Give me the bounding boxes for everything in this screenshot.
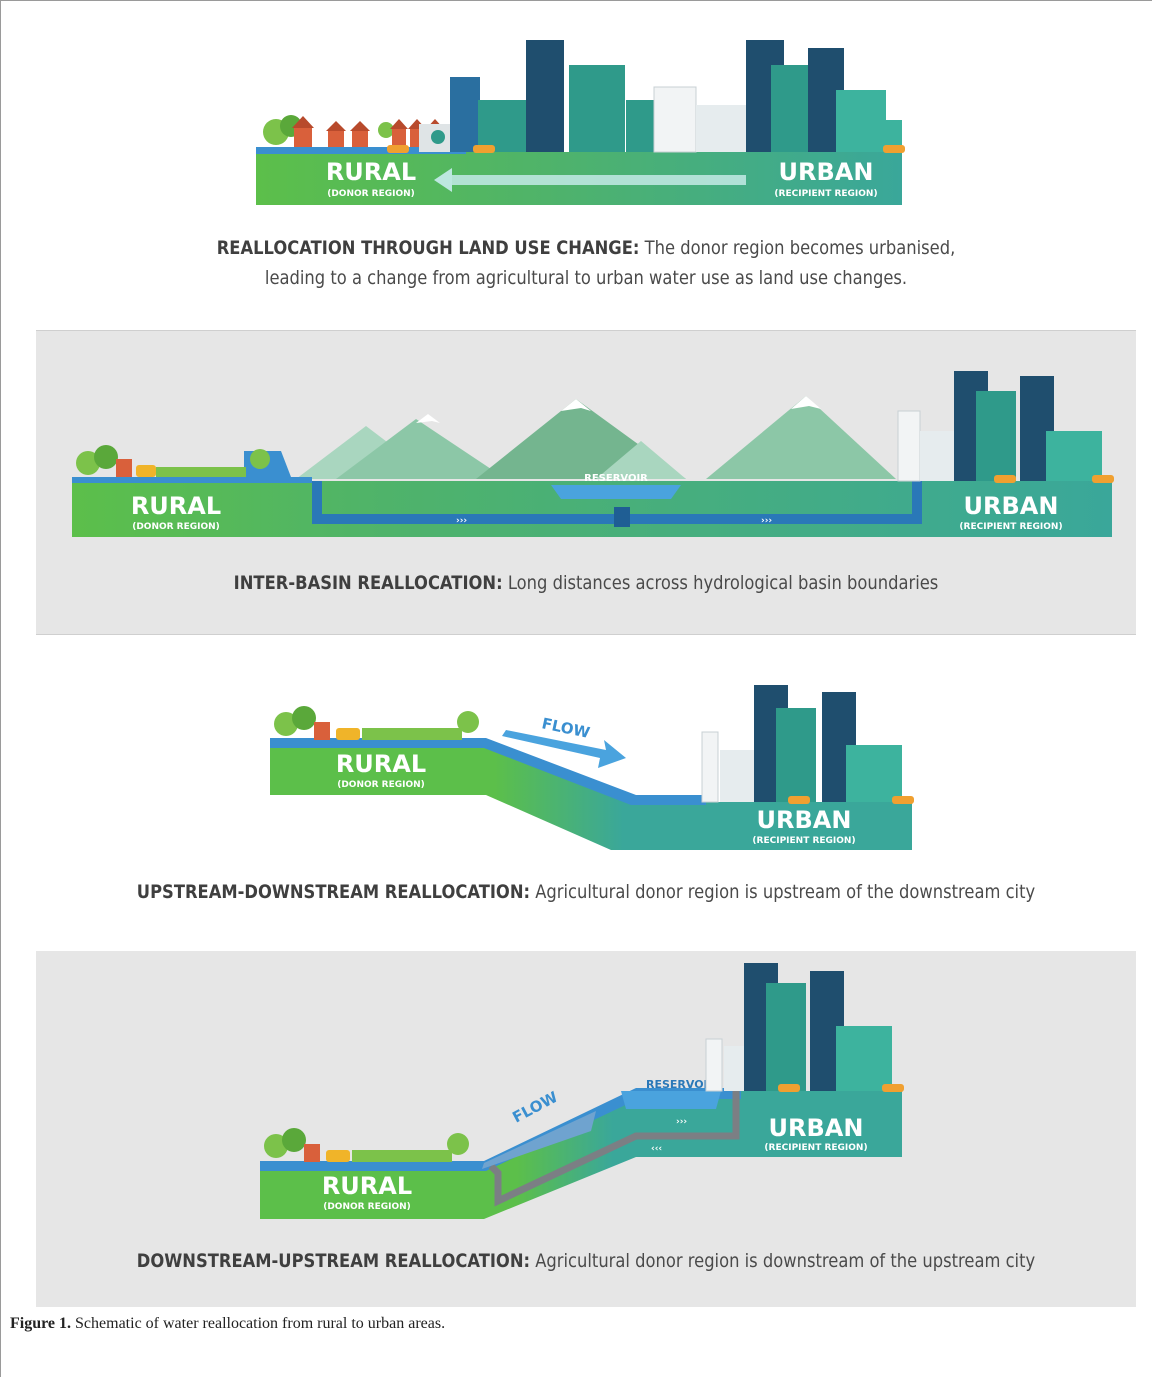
svg-text:›››: ››› <box>676 1117 687 1127</box>
farm-icon <box>264 1128 469 1162</box>
cars-icon <box>994 475 1114 483</box>
arrow-left-icon <box>434 168 746 192</box>
urban-label: URBAN <box>779 158 874 186</box>
urban-sublabel: (RECIPIENT REGION) <box>764 1143 867 1153</box>
flow-arrows-icon: ››› ‹‹‹ <box>651 1117 687 1154</box>
ground <box>260 1091 902 1219</box>
rural-sublabel: (DONOR REGION) <box>337 780 425 790</box>
reservoir <box>551 485 681 499</box>
pipeline <box>312 481 922 527</box>
pipeline <box>488 1071 740 1207</box>
downstream-upstream-illustration: RESERVOIR ››› ‹‹‹ FLOW <box>260 963 904 1219</box>
water-strip <box>256 147 466 154</box>
reservoir-label: RESERVOIR <box>584 473 648 484</box>
rural-label: RURAL <box>131 492 221 520</box>
caption-title: REALLOCATION THROUGH LAND USE CHANGE: <box>216 237 640 259</box>
cars-icon <box>387 145 905 153</box>
flow-arrow-icon <box>482 1111 596 1169</box>
caption-upstream-downstream: UPSTREAM-DOWNSTREAM REALLOCATION: Agricu… <box>113 877 1059 907</box>
inter-basin-illustration: RESERVOIR ››› ››› RURAL (DONOR R <box>72 371 1114 537</box>
flow-label: FLOW <box>540 714 592 742</box>
flow-arrows-icon: ››› ››› <box>456 516 772 526</box>
panel-upstream-downstream: FLOW RURAL (DONOR REGION) URBAN (RECIPIE… <box>36 640 1136 955</box>
panel-inter-basin: RESERVOIR ››› ››› RURAL (DONOR R <box>36 330 1136 635</box>
city-buildings-icon <box>705 963 892 1092</box>
ground <box>270 742 912 850</box>
caption-title: DOWNSTREAM-UPSTREAM REALLOCATION: <box>136 1250 531 1272</box>
cars-icon <box>778 1084 904 1092</box>
upstream-downstream-illustration: FLOW RURAL (DONOR REGION) URBAN (RECIPIE… <box>270 685 914 850</box>
rural-sublabel: (DONOR REGION) <box>132 522 220 532</box>
urban-label: URBAN <box>757 806 852 834</box>
urban-sublabel: (RECIPIENT REGION) <box>752 836 855 846</box>
reservoir-label: RESERVOIR <box>646 1078 717 1091</box>
figure-caption: Figure 1. Schematic of water reallocatio… <box>10 1315 445 1333</box>
river <box>270 738 706 805</box>
flow-label: FLOW <box>509 1088 561 1127</box>
caption-inter-basin: INTER-BASIN REALLOCATION: Long distances… <box>113 568 1059 598</box>
urban-label: URBAN <box>964 492 1059 520</box>
figure-label: Figure 1. <box>10 1315 72 1332</box>
mountains-icon <box>296 396 896 479</box>
svg-text:›››: ››› <box>456 516 467 526</box>
figure-caption-text: Schematic of water reallocation from rur… <box>71 1315 446 1332</box>
city-buildings-icon <box>897 371 1102 482</box>
urban-sublabel: (RECIPIENT REGION) <box>774 189 877 199</box>
caption-text: Long distances across hydrological basin… <box>502 572 939 594</box>
svg-text:›››: ››› <box>761 516 772 526</box>
rural-label: RURAL <box>326 158 416 186</box>
urban-label: URBAN <box>769 1114 864 1142</box>
caption-text: Agricultural donor region is downstream … <box>530 1250 1036 1272</box>
cars-icon <box>788 796 914 804</box>
panel-downstream-upstream: RESERVOIR ››› ‹‹‹ FLOW <box>36 951 1136 1307</box>
reservoir <box>621 1091 721 1109</box>
caption-title: UPSTREAM-DOWNSTREAM REALLOCATION: <box>136 881 531 903</box>
urban-sublabel: (RECIPIENT REGION) <box>959 522 1062 532</box>
caption-text: Agricultural donor region is upstream of… <box>530 881 1036 903</box>
city-buildings-icon <box>419 40 902 153</box>
svg-text:‹‹‹: ‹‹‹ <box>651 1144 662 1154</box>
city-buildings-icon <box>701 685 902 803</box>
farm-icon <box>274 706 479 740</box>
farm-icon <box>76 445 270 477</box>
panel-land-use-change: RURAL (DONOR REGION) URBAN (RECIPIENT RE… <box>36 20 1136 320</box>
caption-land-use: REALLOCATION THROUGH LAND USE CHANGE: Th… <box>113 233 1059 293</box>
rural-sublabel: (DONOR REGION) <box>327 189 415 199</box>
trees-icon <box>263 115 394 145</box>
caption-title: INTER-BASIN REALLOCATION: <box>233 572 503 594</box>
rural-sublabel: (DONOR REGION) <box>323 1202 411 1212</box>
rural-label: RURAL <box>336 750 426 778</box>
water-strip <box>72 477 312 483</box>
caption-text-line2: leading to a change from agricultural to… <box>264 267 908 289</box>
caption-downstream-upstream: DOWNSTREAM-UPSTREAM REALLOCATION: Agricu… <box>113 1246 1059 1276</box>
land-use-illustration: RURAL (DONOR REGION) URBAN (RECIPIENT RE… <box>256 40 905 205</box>
flow-arrow-icon <box>502 730 626 768</box>
rural-label: RURAL <box>322 1172 412 1200</box>
caption-text: The donor region becomes urbanised, <box>639 237 956 259</box>
